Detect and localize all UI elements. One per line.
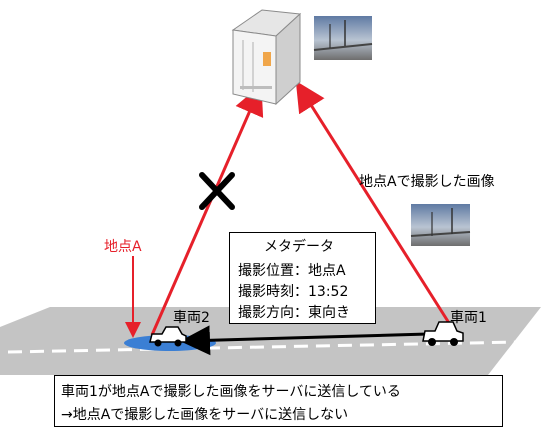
vehicle2-label: 車両2 [173,310,210,326]
car-icon [149,326,187,347]
metadata-direction: 撮影方向：東向き [238,305,350,321]
metadata-time: 撮影時刻：13:52 [238,284,349,300]
metadata-title: メタデータ [264,239,334,255]
arrow-vehicle1-to-vehicle2 [180,325,429,356]
arrow-vehicle1-to-server [295,80,451,324]
metadata-location: 撮影位置：地点A [238,263,346,279]
camera-photo-icon [410,204,471,246]
camera-photo-icon [313,16,373,60]
metadata-box: メタデータ 撮影位置：地点A 撮影時刻：13:52 撮影方向：東向き [229,232,376,324]
server-icon [231,9,302,106]
note-line-2: →地点Aで撮影した画像をサーバに送信しない [61,407,349,423]
arrow-vehicle2-to-server [150,84,264,336]
vehicle1-label: 車両1 [450,310,487,326]
sent-image-label: 地点Aで撮影した画像 [359,174,495,190]
point-a-label: 地点A [104,239,142,255]
car-icon [422,321,464,346]
note-box: 車両1が地点Aで撮影した画像をサーバに送信している →地点Aで撮影した画像をサー… [54,375,503,427]
note-line-1: 車両1が地点Aで撮影した画像をサーバに送信している [61,384,401,400]
cross-mark-icon [199,172,235,210]
